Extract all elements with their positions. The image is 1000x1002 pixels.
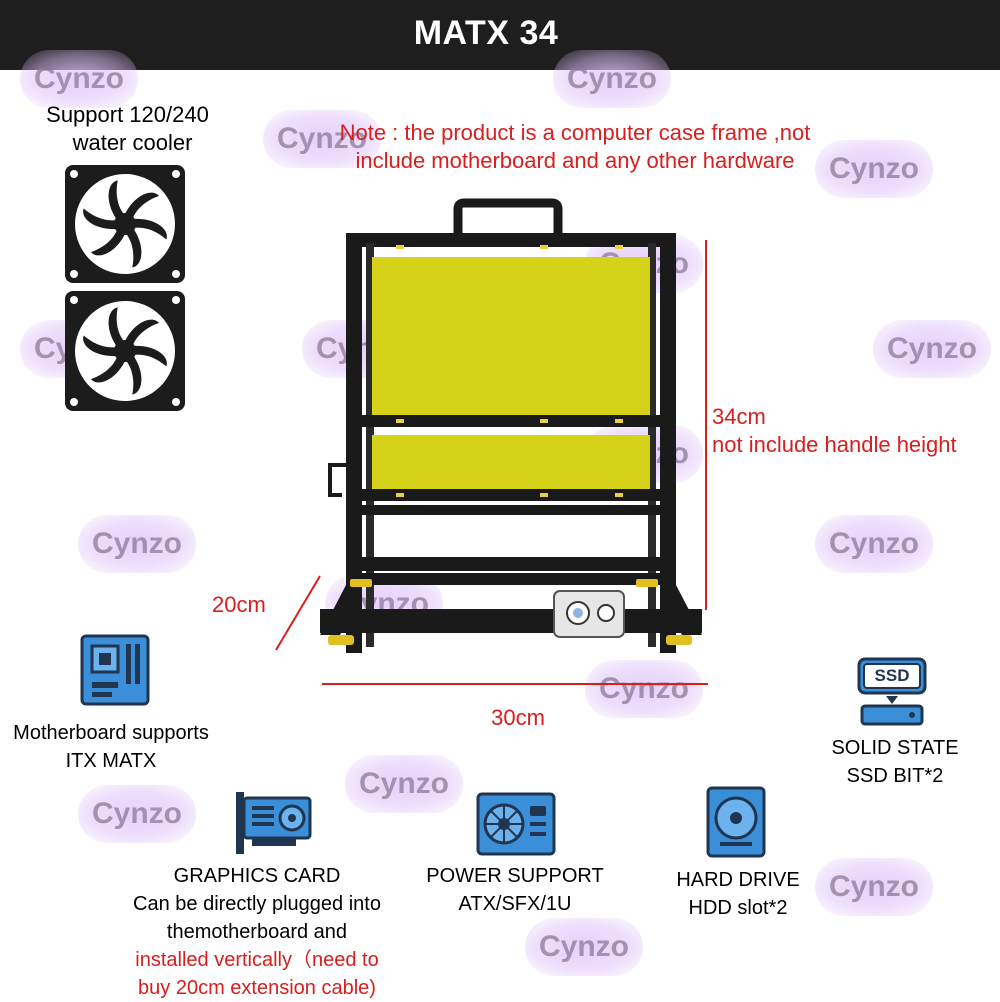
watermark: Cynzo <box>525 918 643 976</box>
hard-drive-icon <box>706 786 766 858</box>
ssd-icon <box>857 657 927 726</box>
motherboard-label-line1: Motherboard supports <box>13 722 209 744</box>
fan-icon <box>65 165 185 283</box>
ssd-label-line2: SSD BIT*2 <box>846 765 944 787</box>
cooler-fans <box>65 165 185 411</box>
depth-dimension-line <box>275 575 321 651</box>
height-value-label: 34cm <box>712 404 766 429</box>
note-line2: include motherboard and any other hardwa… <box>355 148 795 173</box>
graphics-card-icon <box>236 792 312 854</box>
case-frame-illustration <box>320 198 702 653</box>
hdd-label-line1: HARD DRIVE <box>676 869 800 891</box>
page-title: MATX 34 <box>413 14 559 52</box>
note-line1: Note : the product is a computer case fr… <box>339 120 811 145</box>
graphics-label-line4: installed vertically（need to <box>135 949 379 971</box>
power-label-line1: POWER SUPPORT <box>426 865 604 887</box>
power-label-line2: ATX/SFX/1U <box>458 893 572 915</box>
graphics-label-line3: themotherboard and <box>166 921 348 943</box>
header-bar <box>0 0 1000 70</box>
width-label: 30cm <box>491 705 545 730</box>
motherboard-icon <box>80 634 150 706</box>
depth-label: 20cm <box>212 592 266 617</box>
watermark: Cynzo <box>815 858 933 916</box>
watermark: Cynzo <box>815 515 933 573</box>
graphics-label-line1: GRAPHICS CARD <box>173 865 341 887</box>
watermark: Cynzo <box>20 50 138 108</box>
height-note-label: not include handle height <box>712 432 957 457</box>
fan-icon <box>65 291 185 411</box>
ssd-badge: SSD <box>874 666 910 685</box>
cooler-label-line1: Support 120/240 <box>46 102 209 127</box>
watermark: Cynzo <box>78 785 196 843</box>
watermark: Cynzo <box>815 140 933 198</box>
watermark: Cynzo <box>585 660 703 718</box>
graphics-label-line2: Can be directly plugged into <box>133 893 381 915</box>
watermark: Cynzo <box>345 755 463 813</box>
watermark: Cynzo <box>873 320 991 378</box>
ssd-label-line1: SOLID STATE <box>831 737 959 759</box>
hdd-label-line2: HDD slot*2 <box>688 897 788 919</box>
graphics-label-line5: buy 20cm extension cable) <box>138 977 376 999</box>
watermark: Cynzo <box>553 50 671 108</box>
watermark: Cynzo <box>263 110 381 168</box>
power-supply-icon <box>476 792 556 856</box>
watermark: Cynzo <box>78 515 196 573</box>
motherboard-label-line2: ITX MATX <box>65 750 157 772</box>
cooler-label-line2: water cooler <box>72 130 193 155</box>
